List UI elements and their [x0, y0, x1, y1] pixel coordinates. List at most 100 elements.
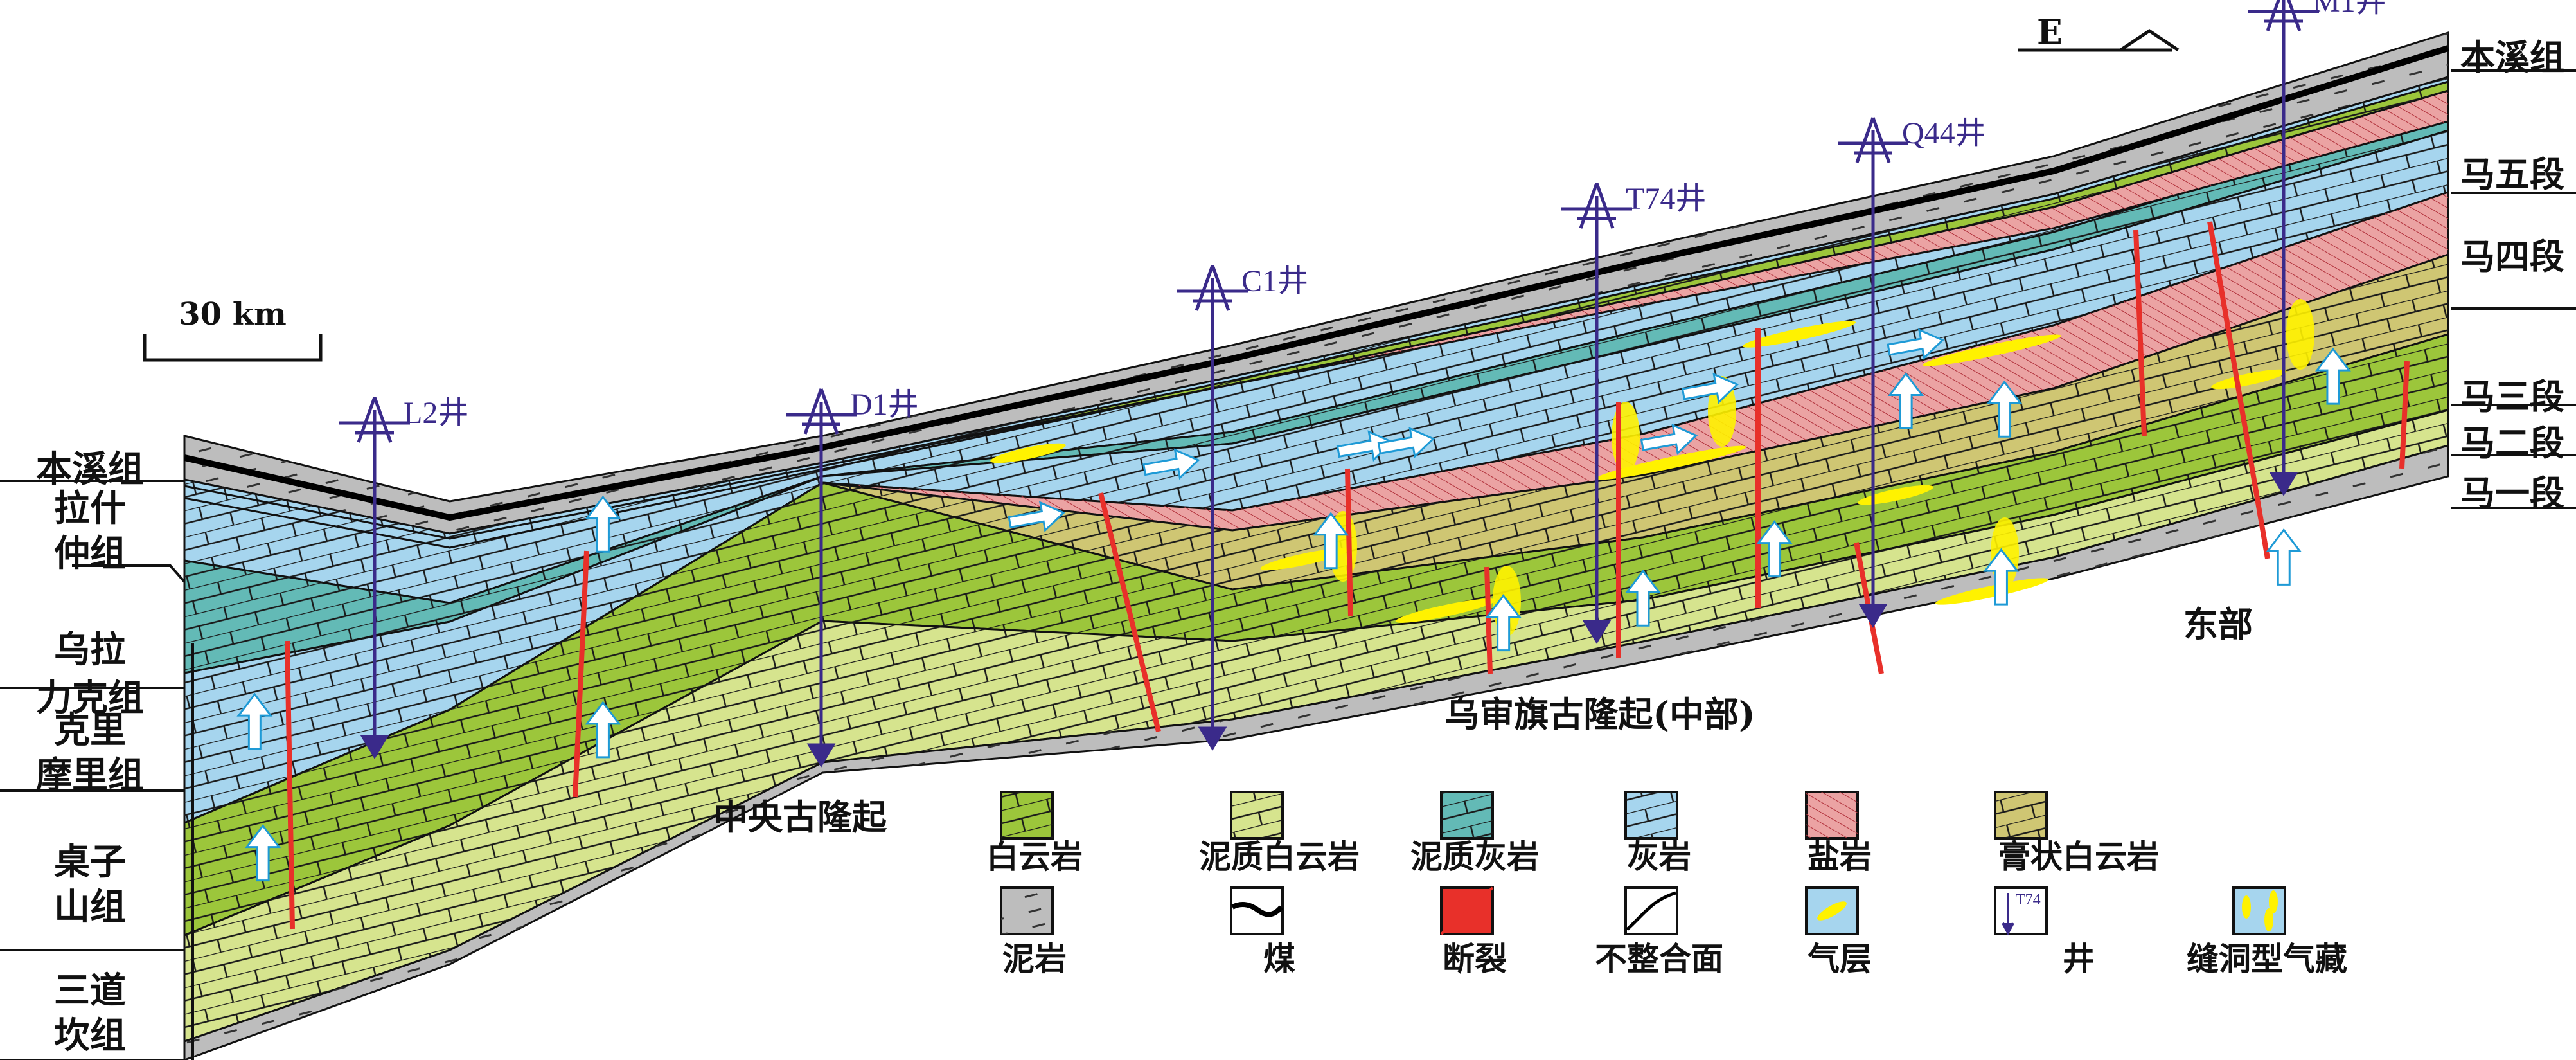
marly-limestone-pattern [184, 112, 2448, 673]
legend-item: 盐岩 [1805, 791, 1872, 876]
legend-item: 断裂 [1440, 886, 1507, 978]
gas-migration-up-arrow [1313, 512, 1349, 570]
fault-line [285, 640, 295, 930]
scale-label: 30 km [179, 296, 287, 332]
gas-migration-up-arrow [2314, 347, 2351, 405]
legend-item: 泥质白云岩 [1199, 791, 1360, 876]
fault-line [1484, 566, 1493, 674]
gas-migration-up-arrow [585, 495, 621, 553]
legend-label: 气层 [1808, 940, 1872, 978]
coal-icon [1231, 902, 1284, 917]
compass-direction: E [2037, 13, 2063, 52]
well-derrick-icon [339, 397, 410, 759]
member-label: 马三段 [2460, 376, 2564, 417]
legend-item: 不整合面 [1595, 886, 1723, 978]
gas-migration-up-arrow [1888, 372, 1924, 429]
legend-label: 泥质灰岩 [1410, 838, 1539, 876]
legend-label: 泥岩 [1002, 940, 1067, 978]
well-derrick-icon [1561, 183, 1632, 644]
gas-migration-lateral-arrow [1640, 424, 1698, 455]
legend-swatch-pattern [1231, 792, 1283, 838]
formation-label: 桌子 [54, 841, 126, 883]
legend-swatch [2232, 886, 2286, 935]
legend-item: 泥岩 [1000, 886, 1067, 978]
legend-label: 缝洞型气藏 [2187, 940, 2347, 978]
region-central-uplift: 中央古隆起 [713, 796, 887, 838]
legend-item: T74 井 [1994, 886, 2095, 978]
fracture-gas-icon [2269, 890, 2278, 913]
fault-line [2207, 221, 2270, 559]
coal-seam [183, 45, 2449, 521]
gas-migration-up-arrow [1983, 548, 2020, 606]
fault-line [1345, 468, 1353, 617]
member-label: 马二段 [2460, 422, 2564, 463]
legend-item: 膏状白云岩 [1994, 791, 2159, 876]
legend-swatch-pattern [1995, 792, 2047, 838]
legend-item: 白云岩 [986, 791, 1083, 876]
formation-label: 仲组 [54, 532, 126, 575]
legend-label: 膏状白云岩 [1998, 838, 2159, 876]
well-4: Q44井 [1838, 116, 1986, 628]
fracture-gas-icon [2264, 908, 2273, 931]
legend-item: 煤 [1230, 886, 1295, 978]
formation-label: 力克组 [36, 677, 144, 719]
gypsum-dolomite-pattern [184, 255, 2448, 823]
gas-layer [1395, 598, 1497, 623]
well-label: D1井 [850, 388, 919, 422]
well-3: T74井 [1561, 182, 1706, 644]
mudstone-base-pattern [184, 445, 2448, 1060]
region-wushenqi-uplift: 乌审旗古隆起(中部) [1444, 694, 1755, 735]
legend-label: 不整合面 [1595, 940, 1723, 978]
legend-item: 气层 [1805, 886, 1872, 978]
well-5: M1井 [2248, 0, 2386, 496]
gas-migration-up-arrow [1485, 594, 1522, 652]
gas-migration-up-arrow [585, 701, 621, 759]
formation-label: 摩里组 [36, 754, 144, 796]
fault-line [573, 550, 589, 798]
legend: 白云岩 泥质白云岩 泥质灰岩 灰岩 盐岩 膏状白云岩泥岩 煤 断裂不整合面 气层 T74 井 缝洞型气… [986, 791, 2347, 978]
gas-layer [1935, 578, 2049, 605]
gas-migration-up-arrow [1624, 569, 1662, 627]
member-label: 马一段 [2460, 472, 2564, 514]
strata-layers [183, 31, 2449, 1060]
gas-migration-lateral-arrow [1681, 372, 1739, 404]
legend-label: 白云岩 [986, 838, 1083, 876]
gas-layer [990, 443, 1066, 463]
well-0: L2井 [339, 396, 468, 759]
well-derrick-icon [1177, 265, 1248, 751]
region-east: 东部 [2183, 604, 2253, 645]
legend-swatch-pattern [1441, 792, 1493, 838]
well-1: D1井 [786, 388, 919, 768]
gas-migration-up-arrow [2266, 528, 2302, 586]
well-2: C1井 [1177, 264, 1308, 751]
well-label: M1井 [2313, 0, 2386, 19]
scale-bar: 30 km [143, 296, 323, 362]
legend-label: 煤 [1263, 940, 1295, 978]
gas-migration-lateral-arrow [1142, 448, 1200, 480]
legend-label: 泥质白云岩 [1199, 838, 1360, 876]
member-label: 马四段 [2460, 236, 2564, 277]
legend-label: 盐岩 [1808, 838, 1872, 876]
well-derrick-icon [1838, 117, 1908, 628]
gas-migration-lateral-arrow [1377, 427, 1435, 458]
limestone-upper-pattern [184, 77, 2448, 603]
legend-item: 缝洞型气藏 [2187, 886, 2347, 978]
fault-line [1098, 492, 1161, 732]
fault-icon [1440, 886, 1494, 935]
legend-swatch-pattern [1626, 792, 1677, 838]
legend-item: 泥质灰岩 [1410, 791, 1539, 876]
legend-label: 灰岩 [1627, 838, 1691, 876]
legend-swatch-pattern [1806, 792, 1858, 838]
well-icon [2002, 893, 2014, 936]
well-sample-label: T74 [2016, 892, 2041, 908]
gas-migration-up-arrow [1986, 380, 2023, 438]
formation-label: 山组 [54, 886, 126, 928]
legend-label: 井 [2063, 940, 2095, 978]
fault-line [2133, 229, 2147, 436]
gas-migration-up-arrow [245, 824, 281, 882]
gas-layer-icon [1817, 901, 1847, 921]
